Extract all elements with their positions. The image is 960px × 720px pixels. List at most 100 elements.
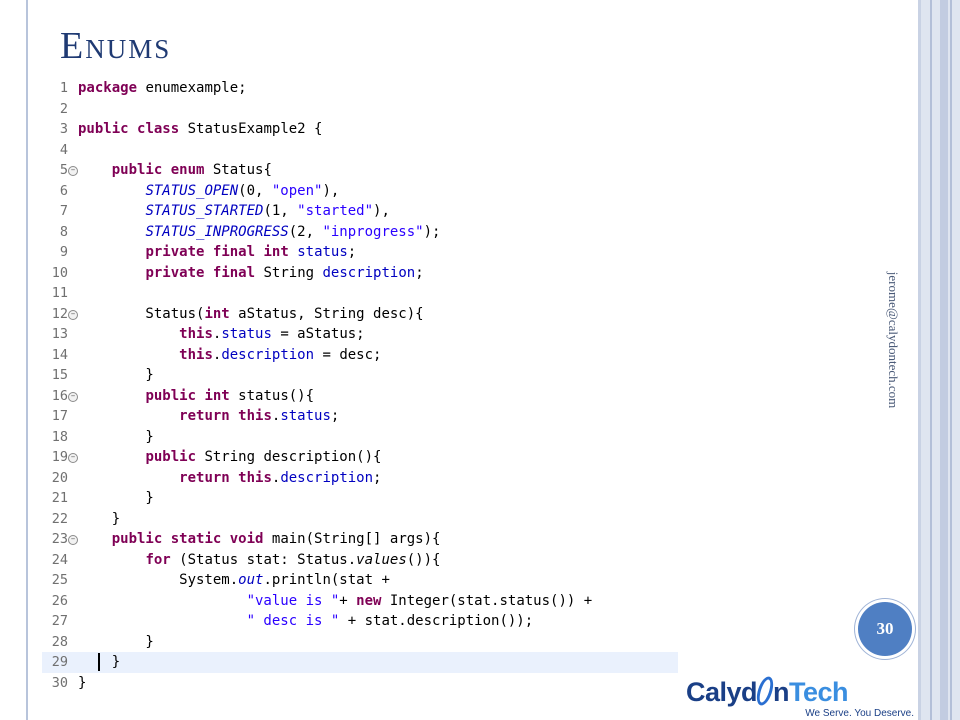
code-text: Status(int aStatus, String desc){ [78, 304, 423, 325]
code-line: 4 [42, 140, 678, 161]
code-token [78, 244, 145, 260]
code-token: String description(){ [196, 449, 382, 465]
code-line: 11 [42, 283, 678, 304]
code-token: . [271, 469, 281, 486]
code-token [78, 470, 179, 486]
code-line: 23− public static void main(String[] arg… [42, 529, 678, 550]
code-token: description [221, 346, 315, 363]
line-number: 6 [59, 182, 68, 199]
code-token [78, 183, 145, 199]
code-token: final [212, 264, 256, 281]
line-number: 20 [51, 469, 68, 486]
fold-toggle-icon[interactable]: − [68, 309, 78, 320]
code-token: System. [78, 572, 239, 588]
fold-toggle-icon[interactable]: − [68, 166, 78, 176]
code-token: } [78, 633, 154, 650]
fold-toggle-icon[interactable]: − [68, 535, 78, 545]
code-line: 19− public String description(){ [42, 447, 678, 468]
code-token: new [356, 592, 382, 609]
code-token: public [111, 162, 163, 178]
code-token: Status{ [204, 162, 272, 178]
line-number: 8 [59, 223, 68, 240]
code-token: . [271, 408, 281, 424]
code-token: } [78, 367, 154, 383]
code-token: "started" [297, 203, 374, 219]
code-line: 7 STATUS_STARTED(1, "started"), [42, 201, 678, 222]
code-token: values [356, 551, 407, 568]
code-line: 24 for (Status stat: Status.values()){ [42, 550, 678, 571]
line-number: 18 [51, 428, 68, 445]
code-token: (0, [238, 182, 272, 199]
code-token: class [137, 121, 180, 137]
code-text: } [78, 488, 154, 509]
code-text: } [78, 365, 154, 386]
line-number: 27 [51, 613, 68, 629]
code-token: enum [170, 162, 205, 178]
line-number: 16 [51, 387, 68, 404]
code-text: } [78, 427, 154, 448]
code-token [78, 593, 247, 609]
side-email-text: jerome@calydontech.com [886, 271, 901, 409]
code-token: return [179, 469, 230, 486]
code-token [78, 326, 179, 342]
code-token [78, 613, 247, 629]
code-token: STATUS_OPEN [145, 182, 239, 199]
code-token: description [322, 264, 416, 281]
code-text: "value is "+ new Integer(stat.status()) … [78, 591, 593, 612]
code-token: int [204, 387, 230, 404]
code-token [78, 162, 112, 178]
line-number: 9 [59, 244, 68, 260]
code-token: + [339, 592, 357, 609]
code-text: } [78, 673, 86, 694]
logo-part-n: n [773, 677, 790, 707]
line-number: 15 [51, 367, 68, 383]
code-token: for [145, 551, 171, 568]
code-token: ; [347, 244, 357, 260]
code-token: (1, [263, 203, 298, 219]
code-token: STATUS_INPROGRESS [145, 223, 289, 240]
fold-toggle-icon[interactable]: − [68, 391, 78, 402]
code-text: STATUS_STARTED(1, "started"), [78, 201, 389, 222]
code-token: "open" [271, 182, 323, 199]
code-line: 20 return this.description; [42, 468, 678, 489]
line-number: 13 [51, 326, 68, 342]
line-number: 28 [51, 633, 68, 650]
code-token: } [78, 490, 154, 506]
code-text: return this.status; [78, 406, 339, 427]
line-number: 3 [59, 121, 68, 137]
logo-part-calyd: Calyd [686, 677, 758, 707]
code-token: = aStatus; [271, 326, 365, 342]
code-token: } [78, 428, 154, 445]
code-token [78, 203, 145, 219]
code-line: 14 this.description = desc; [42, 345, 678, 366]
code-token: " desc is " [246, 613, 340, 629]
code-text: public String description(){ [78, 447, 381, 468]
code-text: this.status = aStatus; [78, 324, 365, 345]
line-number: 19 [51, 449, 68, 465]
code-token: + stat.description()); [339, 613, 534, 629]
fold-toggle-icon[interactable]: − [68, 453, 78, 463]
code-token: "inprogress" [322, 223, 424, 240]
code-text: package enumexample; [78, 78, 247, 99]
code-token: status [280, 408, 331, 424]
code-token [221, 531, 229, 547]
code-token: private [145, 244, 205, 260]
line-number: 1 [59, 80, 68, 96]
right-panel-stripe [930, 0, 932, 720]
code-line: 16− public int status(){ [42, 386, 678, 407]
code-token: STATUS_STARTED [145, 203, 264, 219]
code-token: . [212, 326, 222, 342]
slide-title: Enums [60, 25, 172, 67]
code-token: ), [322, 182, 340, 199]
code-token: } [78, 654, 121, 670]
right-decorative-panel [918, 0, 960, 720]
code-line: 12− Status(int aStatus, String desc){ [42, 304, 678, 325]
line-number: 14 [51, 346, 68, 363]
code-text: } [78, 509, 120, 530]
code-token [78, 449, 145, 465]
line-number: 10 [51, 264, 68, 281]
code-text: " desc is " + stat.description()); [78, 611, 534, 632]
code-token: } [78, 674, 87, 691]
code-line: 22 } [42, 509, 678, 530]
